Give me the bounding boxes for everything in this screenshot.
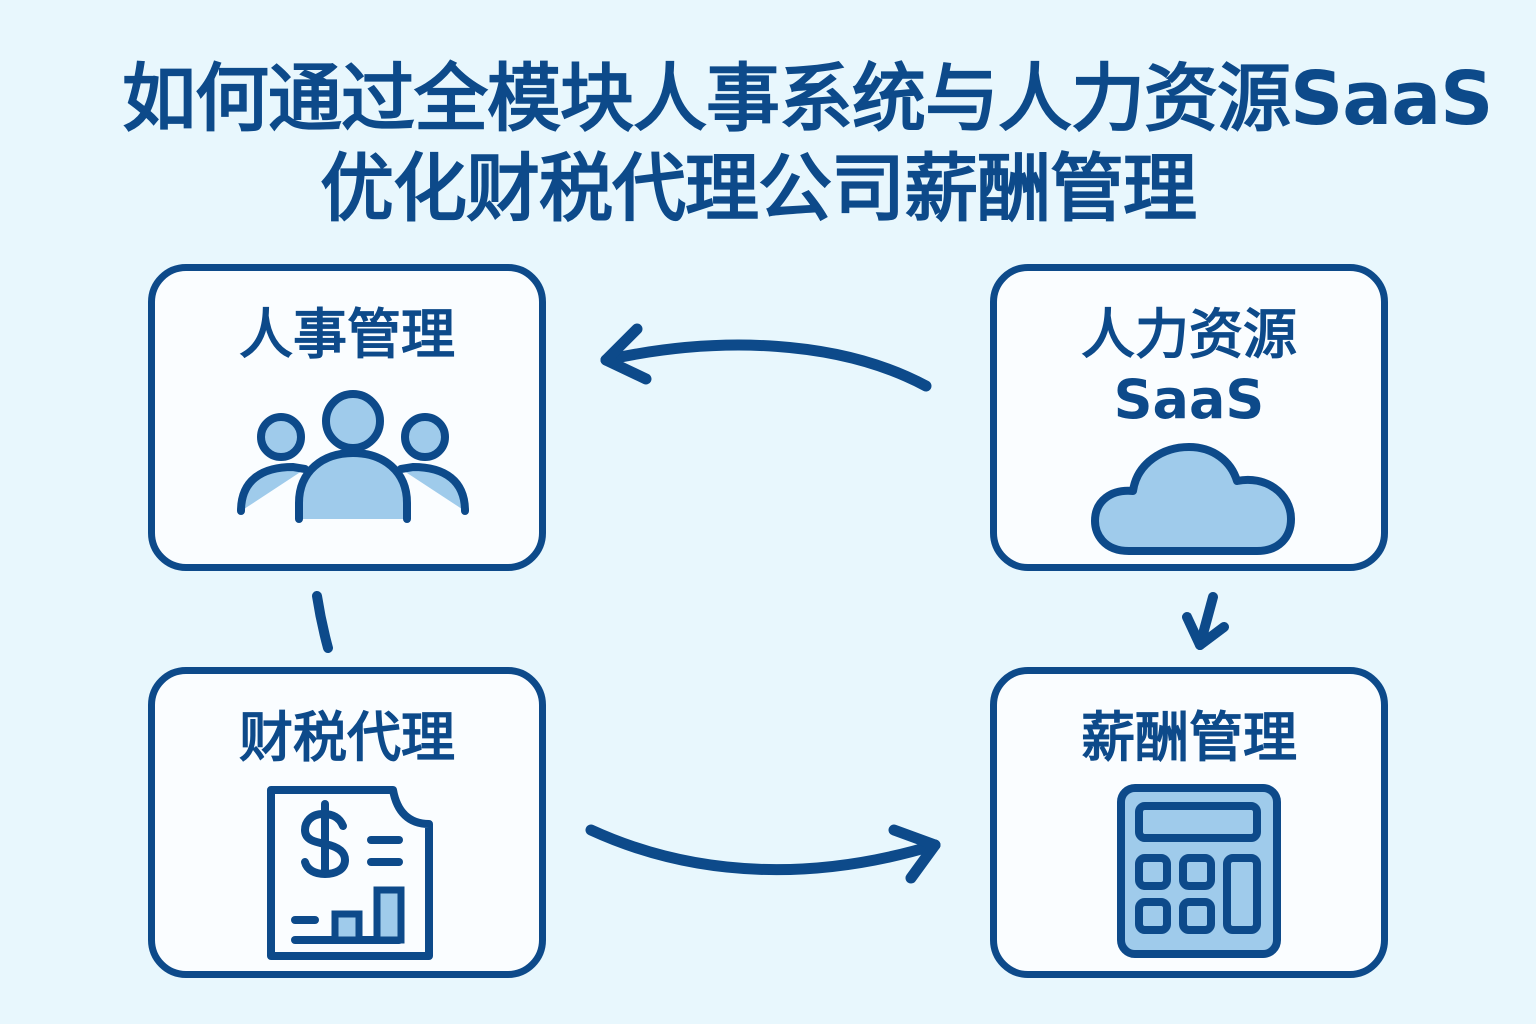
diagram-title-line-1: 如何通过全模块人事系统与人力资源SaaS xyxy=(122,56,1493,142)
people-group-icon xyxy=(237,390,469,523)
calculator-icon xyxy=(1117,784,1281,958)
node-label-main: 人力资源 xyxy=(1081,303,1297,366)
arrow-saas-to-payroll xyxy=(1182,592,1229,650)
node-hr-saas: 人力资源 SaaS xyxy=(990,264,1388,571)
arrow-saas-to-hr xyxy=(600,323,932,392)
cloud-icon xyxy=(1091,443,1295,555)
node-label-sub: SaaS xyxy=(1113,368,1265,432)
diagram-title-line-2: 优化财税代理公司薪酬管理 xyxy=(320,146,1197,232)
line-hr-to-tax xyxy=(312,591,333,653)
node-label: 人力资源 SaaS xyxy=(997,305,1381,430)
node-payroll-management: 薪酬管理 xyxy=(990,667,1388,978)
node-label: 财税代理 xyxy=(239,706,455,769)
node-hr-management: 人事管理 xyxy=(148,264,546,571)
node-label: 人事管理 xyxy=(239,303,455,366)
node-label: 薪酬管理 xyxy=(1081,706,1297,769)
arrow-tax-to-payroll xyxy=(585,824,941,884)
node-tax-agency: 财税代理 xyxy=(148,667,546,978)
tax-document-icon xyxy=(267,786,433,960)
